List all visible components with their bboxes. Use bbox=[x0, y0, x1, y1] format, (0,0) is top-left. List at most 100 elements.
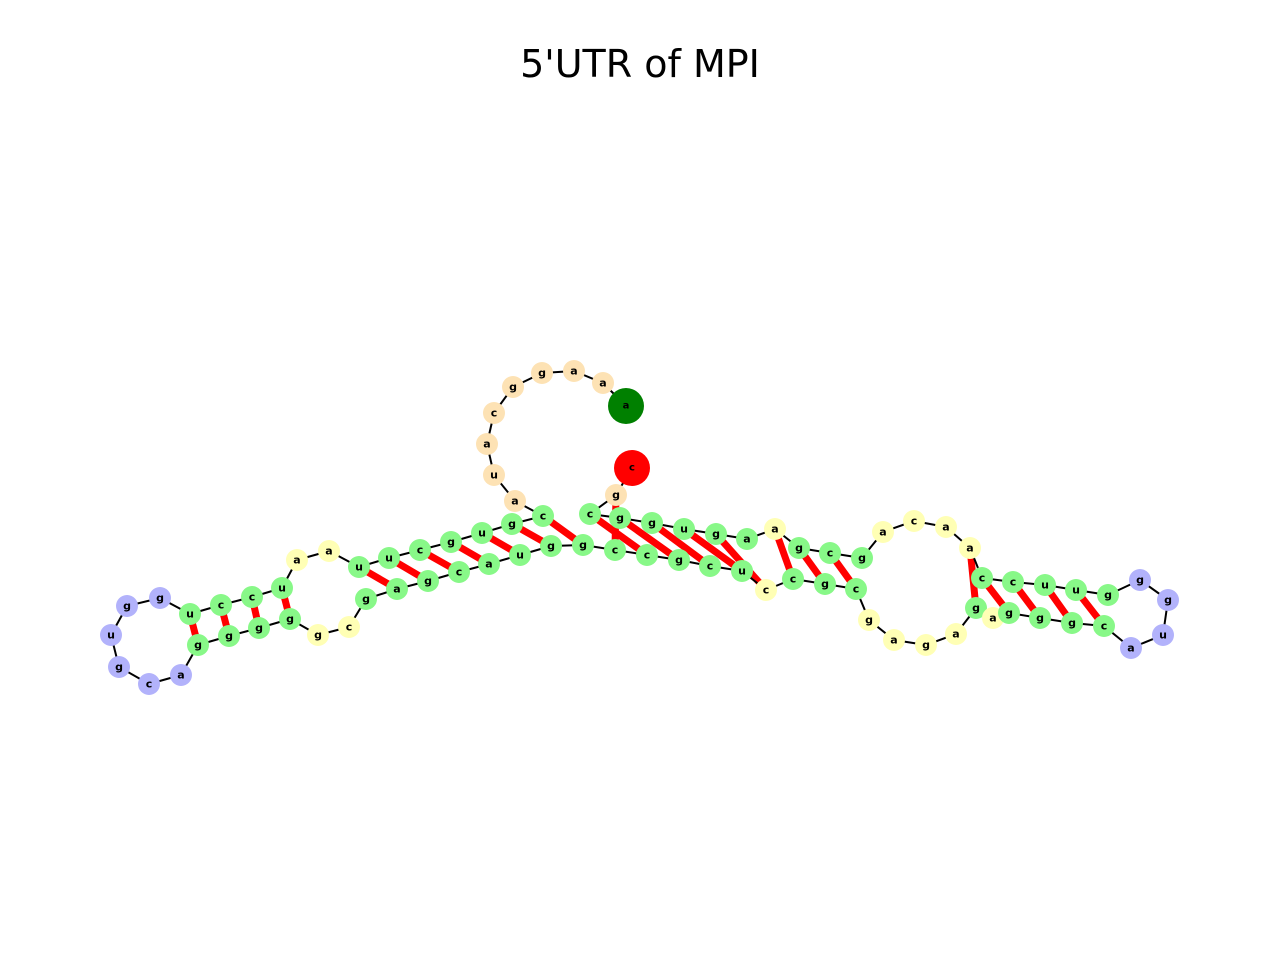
nucleotide-label: a bbox=[952, 628, 959, 641]
nucleotide-label: a bbox=[325, 545, 332, 558]
nucleotide-node bbox=[731, 560, 753, 582]
nucleotide-node bbox=[378, 547, 400, 569]
nucleotide-node bbox=[1157, 589, 1179, 611]
nucleotide-label: c bbox=[911, 515, 918, 528]
nucleotide-node bbox=[138, 673, 160, 695]
nucleotide-node bbox=[1120, 637, 1142, 659]
nucleotide-node bbox=[409, 539, 431, 561]
nucleotide-label: u bbox=[1159, 629, 1167, 642]
nucleotide-node bbox=[531, 362, 553, 384]
nucleotide-node bbox=[417, 570, 439, 592]
nucleotide-label: c bbox=[218, 599, 225, 612]
nucleotide-node bbox=[1065, 579, 1087, 601]
nucleotide-label: g bbox=[225, 630, 233, 643]
nucleotide-label: g bbox=[286, 613, 294, 626]
nucleotide-label: a bbox=[771, 523, 778, 536]
nucleotide-node bbox=[851, 547, 873, 569]
nucleotide-node bbox=[965, 597, 987, 619]
nucleotide-node bbox=[502, 376, 524, 398]
nucleotide-label: g bbox=[1005, 607, 1013, 620]
nucleotide-node bbox=[187, 634, 209, 656]
nucleotide-node bbox=[819, 542, 841, 564]
nucleotide-node bbox=[307, 624, 329, 646]
nucleotide-node bbox=[736, 528, 758, 550]
nucleotide-node bbox=[170, 664, 192, 686]
nucleotide-label: c bbox=[146, 678, 153, 691]
nucleotide-label: c bbox=[763, 584, 770, 597]
nucleotide-label: c bbox=[417, 544, 424, 557]
nucleotide-label: u bbox=[186, 608, 194, 621]
nucleotide-label: c bbox=[540, 510, 547, 523]
nucleotide-node bbox=[1061, 612, 1083, 634]
nucleotide-node bbox=[318, 540, 340, 562]
nucleotide-label: g bbox=[858, 552, 866, 565]
nucleotide-node bbox=[504, 490, 526, 512]
nucleotide-node bbox=[971, 567, 993, 589]
nucleotide-label: g bbox=[922, 639, 930, 652]
nucleotide-label: u bbox=[278, 582, 286, 595]
nucleotide-node bbox=[108, 656, 130, 678]
nucleotide-node bbox=[1029, 607, 1051, 629]
base-pair-bond bbox=[649, 520, 713, 569]
nucleotide-label: a bbox=[485, 558, 492, 571]
nucleotide-label: g bbox=[314, 629, 322, 642]
nucleotide-node bbox=[563, 360, 585, 382]
nucleotide-node bbox=[945, 623, 967, 645]
nucleotide-label: g bbox=[362, 593, 370, 606]
nucleotide-label: g bbox=[616, 512, 624, 525]
nucleotide-label: a bbox=[966, 542, 973, 555]
nucleotide-node bbox=[705, 523, 727, 545]
nucleotide-node bbox=[641, 512, 663, 534]
nucleotide-label: c bbox=[629, 463, 635, 474]
nucleotide-node bbox=[478, 553, 500, 575]
nucleotide-node bbox=[386, 578, 408, 600]
nucleotide-label: g bbox=[865, 614, 873, 627]
nucleotide-label: g bbox=[508, 518, 516, 531]
nucleotide-node bbox=[572, 534, 594, 556]
nucleotide-node bbox=[501, 513, 523, 535]
nucleotide-label: g bbox=[194, 639, 202, 652]
nucleotide-label: g bbox=[1136, 574, 1144, 587]
nucleotide-label: c bbox=[346, 621, 353, 634]
nucleotide-label: g bbox=[1104, 589, 1112, 602]
nucleotide-label: u bbox=[385, 552, 393, 565]
nucleotide-node bbox=[540, 535, 562, 557]
nucleotide-label: g bbox=[1036, 612, 1044, 625]
nucleotide-node bbox=[845, 578, 867, 600]
nucleotide-node bbox=[1097, 584, 1119, 606]
nucleotide-label: g bbox=[1164, 594, 1172, 607]
nucleotide-label: a bbox=[177, 669, 184, 682]
nucleotide-node bbox=[338, 616, 360, 638]
nucleotide-node bbox=[116, 595, 138, 617]
three-prime-end-node bbox=[614, 450, 650, 486]
diagram-title: 5'UTR of MPI bbox=[520, 42, 760, 86]
nucleotide-label: g bbox=[972, 602, 980, 615]
nucleotide-label: g bbox=[579, 539, 587, 552]
nucleotide-node bbox=[471, 522, 493, 544]
nucleotide-label: a bbox=[942, 521, 949, 534]
nucleotide-label: a bbox=[1127, 642, 1134, 655]
nucleotide-node bbox=[788, 537, 810, 559]
nucleotide-node bbox=[858, 609, 880, 631]
nucleotide-node bbox=[668, 549, 690, 571]
nucleotide-node bbox=[903, 510, 925, 532]
nucleotide-label: a bbox=[511, 495, 518, 508]
nucleotide-label: c bbox=[1101, 620, 1108, 633]
base-pair-bond bbox=[587, 511, 650, 558]
nucleotide-label: a bbox=[483, 438, 490, 451]
nucleotide-node bbox=[673, 518, 695, 540]
nucleotide-label: a bbox=[890, 634, 897, 647]
nucleotide-node bbox=[1034, 574, 1056, 596]
nucleotide-label: c bbox=[1010, 576, 1017, 589]
nucleotide-label: g bbox=[821, 578, 829, 591]
nucleotide-label: u bbox=[478, 527, 486, 540]
nucleotide-label: g bbox=[648, 517, 656, 530]
nucleotide-node bbox=[782, 568, 804, 590]
nucleotide-label: c bbox=[249, 591, 256, 604]
nucleotide-node bbox=[218, 625, 240, 647]
nucleotide-label: c bbox=[790, 573, 797, 586]
nucleotide-node bbox=[883, 629, 905, 651]
nucleotide-label: g bbox=[115, 661, 123, 674]
nucleotide-node bbox=[699, 555, 721, 577]
